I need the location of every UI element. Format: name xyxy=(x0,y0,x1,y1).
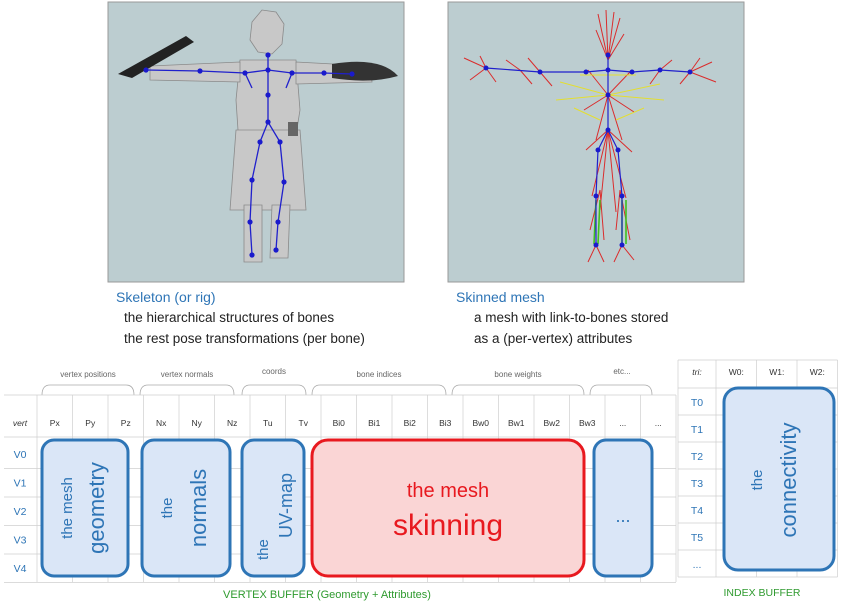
index-row-header: T3 xyxy=(691,478,703,490)
group-bone-indices: bone indices xyxy=(357,370,402,379)
index-column-header: W1: xyxy=(769,367,784,377)
vertex-column-header: Tv xyxy=(299,418,309,428)
vertex-row-header: V0 xyxy=(14,449,27,461)
vertex-column-header: Bw0 xyxy=(472,418,489,428)
skeleton-line-2: the rest pose transformations (per bone) xyxy=(124,331,365,346)
connectivity-box-small-text: the xyxy=(749,470,766,491)
skeleton-line-1: the hierarchical structures of bones xyxy=(124,310,334,325)
etc-box xyxy=(592,438,654,578)
skinning-box-big-text: skinning xyxy=(393,509,503,542)
index-row-header: T0 xyxy=(691,397,703,409)
vertex-column-header: Bi3 xyxy=(439,418,452,428)
connectivity-box xyxy=(722,386,836,572)
vertex-row-header: V4 xyxy=(14,563,27,575)
vertex-column-header: ... xyxy=(619,418,626,428)
vertex-column-header: Bw3 xyxy=(579,418,596,428)
skinned-mesh-viewport xyxy=(447,1,745,283)
tri-corner-label: tri: xyxy=(692,367,702,377)
skinned-mesh-line-1: a mesh with link-to-bones stored xyxy=(474,310,668,325)
vertex-row-header: V3 xyxy=(14,535,27,547)
group-etc: etc... xyxy=(613,367,630,376)
skeleton-viewport xyxy=(107,1,405,283)
skinning-box-small-text: the mesh xyxy=(407,480,489,502)
skinned-mesh-title: Skinned mesh xyxy=(456,289,545,305)
vertex-column-header: Bi0 xyxy=(333,418,346,428)
vertex-column-header: Tu xyxy=(263,418,273,428)
uvmap-box-small-text: the xyxy=(255,539,272,560)
skinning-box xyxy=(310,438,586,578)
index-row-header: T4 xyxy=(691,505,703,517)
uvmap-box-big-text: UV-map xyxy=(276,473,296,538)
connectivity-box-big-text: connectivity xyxy=(776,423,801,538)
group-vertex-positions: vertex positions xyxy=(60,370,116,379)
vertex-column-header: Py xyxy=(85,418,96,428)
vertex-column-header: Ny xyxy=(192,418,203,428)
etc-box-text: ... xyxy=(615,506,630,526)
index-row-header: ... xyxy=(693,559,702,571)
skeleton-title: Skeleton (or rig) xyxy=(116,289,216,305)
vertex-column-header: Nz xyxy=(227,418,237,428)
vertex-buffer-label: VERTEX BUFFER (Geometry + Attributes) xyxy=(223,589,431,601)
uvmap-box xyxy=(240,438,306,578)
vertex-column-header: ... xyxy=(655,418,662,428)
group-vertex-normals: vertex normals xyxy=(161,370,213,379)
vertex-column-header: Bw2 xyxy=(543,418,560,428)
vertex-row-header: V1 xyxy=(14,478,27,490)
vertex-column-header: Px xyxy=(50,418,61,428)
vertex-buffer-table: vertex positions vertex normals coords b… xyxy=(4,367,677,601)
normals-box xyxy=(140,438,232,578)
skinned-mesh-line-2: as a (per-vertex) attributes xyxy=(474,331,633,346)
index-column-header: W0: xyxy=(729,367,744,377)
vertex-column-header: Bi2 xyxy=(404,418,417,428)
index-row-header: T5 xyxy=(691,532,703,544)
index-row-header: T1 xyxy=(691,424,703,436)
index-column-header: W2: xyxy=(810,367,825,377)
group-bone-weights: bone weights xyxy=(494,370,541,379)
geometry-box-big-text: geometry xyxy=(84,462,109,554)
geometry-box-small-text: the mesh xyxy=(59,477,76,539)
vertex-column-header: Bw1 xyxy=(508,418,525,428)
vertex-row-header: V2 xyxy=(14,506,27,518)
index-buffer-label: INDEX BUFFER xyxy=(723,587,800,599)
vert-corner-label: vert xyxy=(13,418,28,428)
vertex-column-header: Pz xyxy=(121,418,131,428)
vertex-column-header: Bi1 xyxy=(368,418,381,428)
vertex-column-header: Nx xyxy=(156,418,167,428)
index-row-header: T2 xyxy=(691,451,703,463)
normals-box-big-text: normals xyxy=(186,469,211,547)
normals-box-small-text: the xyxy=(159,498,176,519)
geometry-box xyxy=(40,438,130,578)
group-coords: coords xyxy=(262,367,286,376)
